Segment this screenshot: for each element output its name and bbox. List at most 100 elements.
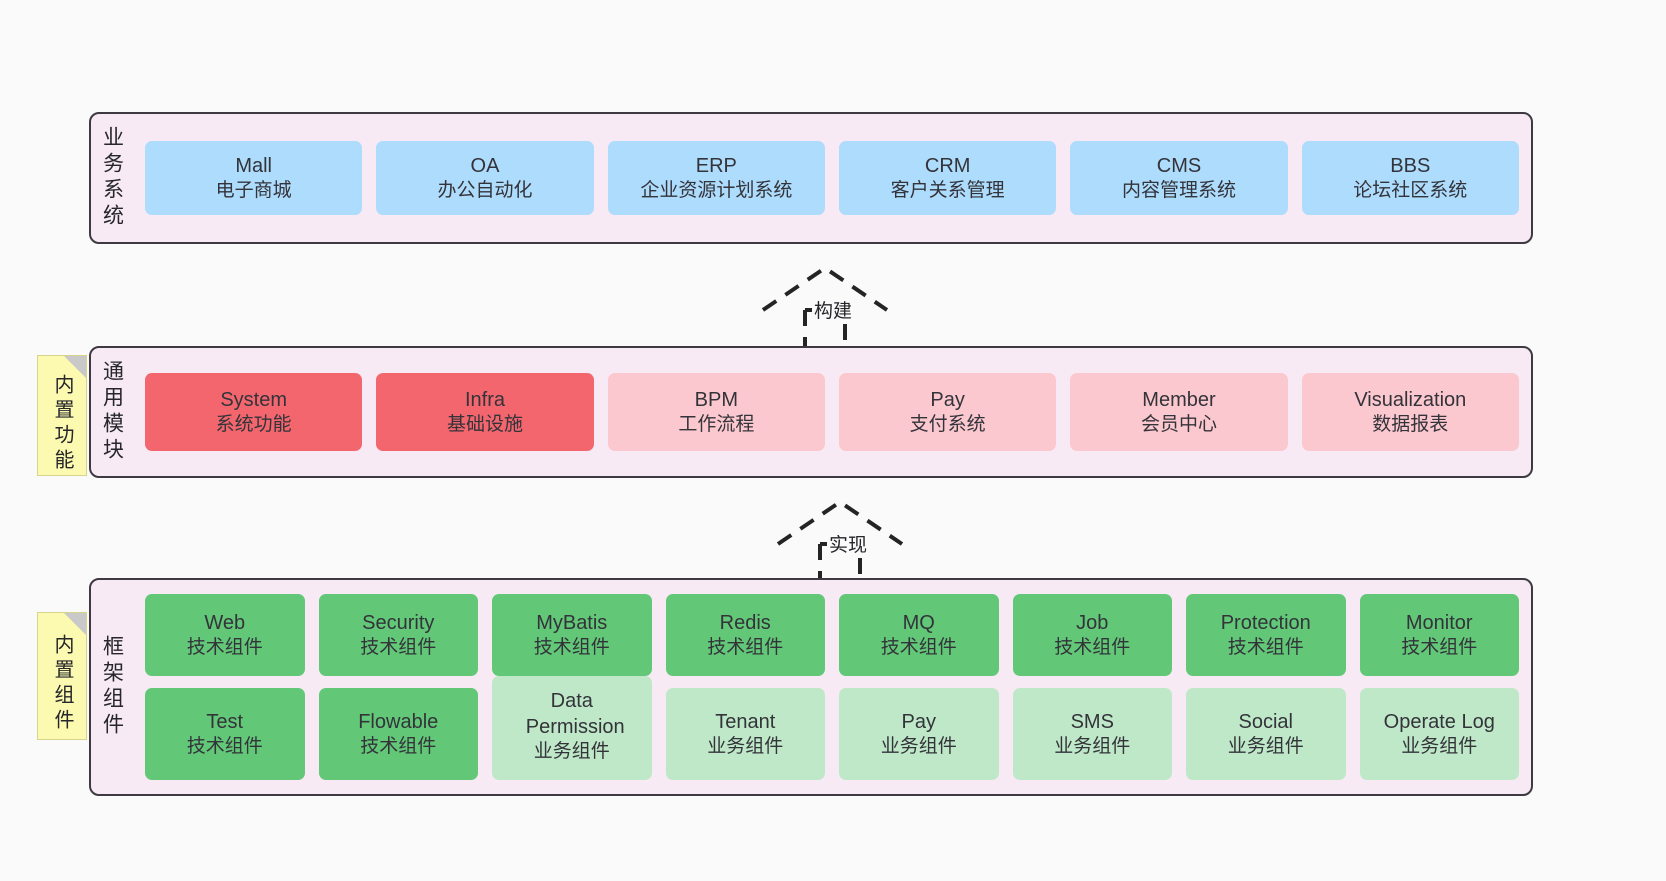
card-title: BBS xyxy=(1390,154,1431,177)
card-visualization[interactable]: Visualization 数据报表 xyxy=(1301,373,1519,451)
layer-framework-components: 框架组件 Web 技术组件 Security 技术组件 MyBatis 技术组件… xyxy=(89,578,1533,796)
card-subtitle: 办公自动化 xyxy=(437,179,533,201)
card-subtitle: 技术组件 xyxy=(186,735,263,757)
card-test[interactable]: Test 技术组件 xyxy=(145,688,305,780)
card-subtitle: 内容管理系统 xyxy=(1121,179,1236,201)
card-title: Redis xyxy=(719,611,771,634)
card-flowable[interactable]: Flowable 技术组件 xyxy=(318,688,478,780)
card-title: Flowable xyxy=(358,710,439,733)
card-row-technical: Web 技术组件 Security 技术组件 MyBatis 技术组件 Redi… xyxy=(145,594,1519,676)
card-subtitle: 电子商城 xyxy=(215,179,292,201)
card-title: Protection xyxy=(1220,611,1311,634)
card-job[interactable]: Job 技术组件 xyxy=(1012,594,1172,676)
card-mybatis[interactable]: MyBatis 技术组件 xyxy=(492,594,652,676)
card-erp[interactable]: ERP 企业资源计划系统 xyxy=(607,141,825,215)
card-oa[interactable]: OA 办公自动化 xyxy=(376,141,594,215)
card-title: Data Permission xyxy=(525,689,625,738)
layer-body-business-systems: Mall 电子商城 OA 办公自动化 ERP 企业资源计划系统 CRM 客户关系… xyxy=(133,114,1531,242)
note-fold-corner-icon xyxy=(64,356,86,378)
card-subtitle: 技术组件 xyxy=(1227,636,1304,658)
card-title: ERP xyxy=(695,154,737,177)
card-subtitle: 技术组件 xyxy=(360,735,437,757)
note-label: 内置组件 xyxy=(51,634,73,734)
note-label: 内置功能 xyxy=(51,373,73,474)
card-operate-log[interactable]: Operate Log 业务组件 xyxy=(1359,688,1519,780)
card-subtitle: 技术组件 xyxy=(360,636,437,658)
card-sms[interactable]: SMS 业务组件 xyxy=(1012,688,1172,780)
card-title: Job xyxy=(1076,611,1109,634)
card-data-permission[interactable]: Data Permission 业务组件 xyxy=(492,676,652,780)
layer-title-business-systems: 业务系统 xyxy=(100,126,124,230)
card-tenant[interactable]: Tenant 业务组件 xyxy=(665,688,825,780)
card-member[interactable]: Member 会员中心 xyxy=(1070,373,1288,451)
card-title: Infra xyxy=(464,388,505,411)
card-title: CMS xyxy=(1156,154,1202,177)
connector-implement: 实现 xyxy=(775,496,925,578)
card-infra[interactable]: Infra 基础设施 xyxy=(376,373,594,451)
card-pay-business[interactable]: Pay 业务组件 xyxy=(839,688,999,780)
card-row: System 系统功能 Infra 基础设施 BPM 工作流程 Pay 支付系统… xyxy=(145,373,1519,451)
card-subtitle: 技术组件 xyxy=(1054,636,1131,658)
card-monitor[interactable]: Monitor 技术组件 xyxy=(1359,594,1519,676)
card-row: Mall 电子商城 OA 办公自动化 ERP 企业资源计划系统 CRM 客户关系… xyxy=(145,141,1519,215)
card-security[interactable]: Security 技术组件 xyxy=(318,594,478,676)
sticky-note-builtin-components: 内置组件 xyxy=(37,612,87,740)
layer-body-common-modules: System 系统功能 Infra 基础设施 BPM 工作流程 Pay 支付系统… xyxy=(133,348,1531,476)
card-mall[interactable]: Mall 电子商城 xyxy=(145,141,363,215)
card-title: Web xyxy=(204,611,246,634)
card-title: Visualization xyxy=(1354,388,1467,411)
card-title: Pay xyxy=(901,710,936,733)
card-redis[interactable]: Redis 技术组件 xyxy=(665,594,825,676)
card-subtitle: 技术组件 xyxy=(186,636,263,658)
card-subtitle: 会员中心 xyxy=(1140,413,1217,435)
card-title: Pay xyxy=(930,388,965,411)
card-subtitle: 支付系统 xyxy=(909,413,986,435)
card-title: Member xyxy=(1142,388,1216,411)
card-protection[interactable]: Protection 技术组件 xyxy=(1186,594,1346,676)
card-subtitle: 工作流程 xyxy=(678,413,755,435)
card-title: Monitor xyxy=(1405,611,1473,634)
card-system[interactable]: System 系统功能 xyxy=(145,373,363,451)
card-subtitle: 业务组件 xyxy=(880,735,957,757)
card-mq[interactable]: MQ 技术组件 xyxy=(839,594,999,676)
note-fold-corner-icon xyxy=(64,613,86,635)
card-title: SMS xyxy=(1070,710,1114,733)
sticky-note-builtin-features: 内置功能 xyxy=(37,355,87,476)
connector-label-implement: 实现 xyxy=(827,535,870,556)
card-subtitle: 论坛社区系统 xyxy=(1353,179,1468,201)
connector-label-build: 构建 xyxy=(812,301,855,322)
card-title: System xyxy=(220,388,287,411)
card-pay[interactable]: Pay 支付系统 xyxy=(838,373,1057,451)
layer-body-framework-components: Web 技术组件 Security 技术组件 MyBatis 技术组件 Redi… xyxy=(133,580,1531,794)
card-title: Security xyxy=(362,611,435,634)
card-title: Social xyxy=(1238,710,1293,733)
card-title: MyBatis xyxy=(536,611,608,634)
card-crm[interactable]: CRM 客户关系管理 xyxy=(838,141,1057,215)
card-subtitle: 业务组件 xyxy=(1401,735,1478,757)
card-subtitle: 技术组件 xyxy=(707,636,784,658)
card-bpm[interactable]: BPM 工作流程 xyxy=(607,373,825,451)
card-subtitle: 业务组件 xyxy=(707,735,784,757)
card-social[interactable]: Social 业务组件 xyxy=(1186,688,1346,780)
layer-common-modules: 通用模块 System 系统功能 Infra 基础设施 BPM 工作流程 Pay… xyxy=(89,346,1533,478)
card-subtitle: 业务组件 xyxy=(1227,735,1304,757)
card-subtitle: 技术组件 xyxy=(1401,636,1478,658)
card-subtitle: 技术组件 xyxy=(533,636,610,658)
card-cms[interactable]: CMS 内容管理系统 xyxy=(1070,141,1288,215)
connector-build: 构建 xyxy=(760,262,910,354)
card-web[interactable]: Web 技术组件 xyxy=(145,594,305,676)
card-subtitle: 系统功能 xyxy=(215,413,292,435)
card-title: Mall xyxy=(235,154,272,177)
card-bbs[interactable]: BBS 论坛社区系统 xyxy=(1301,141,1519,215)
card-subtitle: 数据报表 xyxy=(1372,413,1449,435)
card-subtitle: 客户关系管理 xyxy=(890,179,1005,201)
card-title: OA xyxy=(470,154,500,177)
card-subtitle: 业务组件 xyxy=(533,740,610,762)
card-subtitle: 基础设施 xyxy=(446,413,523,435)
layer-title-framework-components: 框架组件 xyxy=(100,635,124,739)
card-title: Test xyxy=(206,710,244,733)
layer-title-common-modules: 通用模块 xyxy=(100,360,124,464)
card-title: Tenant xyxy=(715,710,776,733)
layer-business-systems: 业务系统 Mall 电子商城 OA 办公自动化 ERP 企业资源计划系统 CRM… xyxy=(89,112,1533,244)
